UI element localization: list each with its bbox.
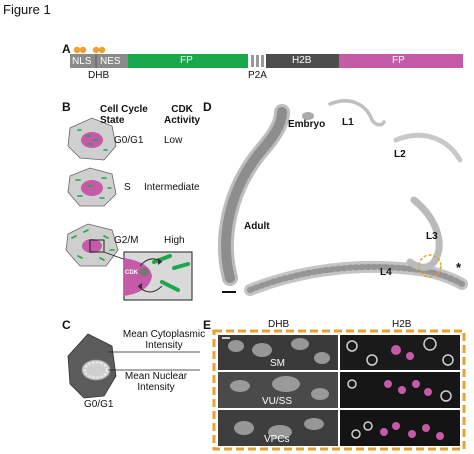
activity-high: High (164, 235, 185, 246)
fp2-segment (339, 54, 463, 68)
grid-border (212, 329, 466, 451)
phospho-dot-3 (92, 46, 100, 54)
cell-g2m (65, 223, 127, 267)
embryo-label: Embryo (288, 119, 326, 130)
row-label-vuss: VU/SS (262, 396, 293, 407)
l2-label: L2 (394, 149, 406, 160)
l1-label: L1 (342, 117, 354, 128)
nes-label: NES (100, 56, 121, 67)
cell-cycle-state-header: Cell Cycle State (100, 104, 148, 126)
panel-letter-e: E (203, 318, 212, 332)
p2a-below-label: P2A (248, 70, 267, 81)
construct-diagram (70, 46, 463, 68)
cdk-activity-header: CDK Activity (164, 104, 201, 126)
embryo (302, 112, 314, 120)
cell-g0g1 (67, 117, 117, 161)
h2b-label: H2B (292, 55, 312, 66)
vulva-region-circle (418, 254, 442, 278)
l2-worm (393, 132, 463, 163)
mean-cytoplasmic-label: Mean Cytoplasmic Intensity (122, 329, 206, 351)
h2b-column-header: H2B (392, 319, 412, 330)
state-s: S (124, 182, 131, 193)
dhb-column-header: DHB (268, 319, 290, 330)
asterisk-marker: * (456, 260, 462, 275)
c-state-label: G0/G1 (84, 399, 114, 410)
mean-nuclear-label: Mean Nuclear Intensity (124, 371, 188, 393)
nls-label: NLS (72, 56, 92, 67)
l3-worm (406, 196, 443, 271)
adult-label: Adult (244, 221, 270, 232)
fp1-segment (128, 54, 248, 68)
row-label-sm: SM (270, 358, 285, 369)
panel-letter-d: D (203, 100, 212, 114)
panel-letter-b: B (62, 100, 71, 114)
state-g0g1: G0/G1 (114, 135, 144, 146)
fp2-label: FP (392, 55, 405, 66)
figure-title: Figure 1 (3, 2, 51, 17)
fp1-label: FP (180, 55, 193, 66)
p2a-tick-1 (251, 55, 254, 67)
l1-worm (328, 99, 386, 127)
activity-low: Low (164, 135, 183, 146)
h2b-segment (266, 54, 339, 68)
dhb-below-label: DHB (88, 70, 110, 81)
cdk-label: CDK (125, 270, 138, 276)
micrograph-grid (212, 329, 466, 451)
activity-intermediate: Intermediate (144, 182, 200, 193)
phospho-dot-1 (73, 46, 81, 54)
dhb-segment (70, 54, 128, 68)
phospho-dot-4 (98, 46, 106, 54)
state-g2m: G2/M (114, 235, 139, 246)
p2a-tick-3 (261, 55, 264, 67)
panel-letter-a: A (62, 42, 71, 56)
worm-micrograph (218, 99, 468, 296)
panel-letter-c: C (62, 318, 71, 332)
l3-label: L3 (426, 231, 438, 242)
cell-s (67, 167, 117, 207)
p2a-tick-2 (256, 55, 259, 67)
measurement-cell (67, 333, 200, 399)
cdk-zoom-inset (123, 251, 193, 301)
l4-label: L4 (380, 267, 392, 278)
h2b-vpc-image (340, 410, 460, 446)
phospho-dot-2 (79, 46, 87, 54)
row-label-vpcs: VPCs (264, 434, 290, 445)
